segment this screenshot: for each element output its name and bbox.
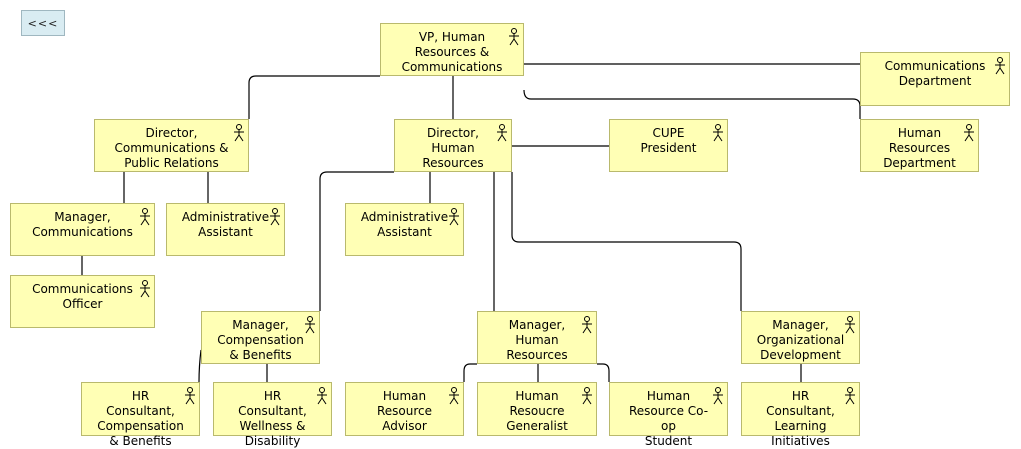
node-label: Manager, Communications (32, 210, 133, 239)
connector-vp-hr-dept (523, 89, 861, 119)
node-hr-coop-student[interactable]: Human Resource Co-op Student (609, 382, 728, 448)
actor-icon (713, 124, 723, 142)
node-manager-hr[interactable]: Manager, Human Resources (477, 311, 597, 364)
node-label: Manager, Human Resources (506, 318, 568, 362)
node-label: CUPE President (640, 126, 697, 155)
node-label: Human Resource Advisor (376, 389, 433, 433)
node-label: HR Consultant, Wellness & Disability (238, 389, 307, 448)
back-button[interactable]: <<< (21, 10, 65, 36)
connector-mgrhr-advisor (463, 363, 477, 382)
node-label: Administrative Assistant (360, 210, 449, 239)
node-label: Director, Human Resources (422, 126, 484, 170)
node-label: Director, Communications & Public Relati… (114, 126, 229, 170)
node-label: HR Consultant, Learning Initiatives (766, 389, 835, 448)
node-label: Manager, Compensation & Benefits (217, 318, 304, 362)
node-label: VP, Human Resources & Communications (401, 30, 503, 74)
actor-icon (140, 208, 150, 226)
node-hr-consultant-compensation[interactable]: HR Consultant, Compensation & Benefits (81, 382, 200, 448)
connector-vp-dir-comm (248, 75, 380, 119)
node-hr-department[interactable]: Human Resources Department (860, 119, 979, 172)
actor-icon (449, 208, 459, 226)
node-label: HR Consultant, Compensation & Benefits (97, 389, 184, 448)
node-label: Human Resources Department (883, 126, 956, 170)
actor-icon (317, 387, 327, 405)
node-hr-consultant-wellness[interactable]: HR Consultant, Wellness & Disability (213, 382, 332, 448)
actor-icon (845, 387, 855, 405)
node-label: Human Resource Co-op Student (628, 389, 709, 448)
node-manager-org-development[interactable]: Manager, Organizational Development (741, 311, 860, 364)
actor-icon (185, 387, 195, 405)
node-communications-department[interactable]: Communications Department (860, 52, 1010, 106)
node-hr-generalist[interactable]: Human Resoucre Generalist (477, 382, 597, 436)
node-label: Administrative Assistant (181, 210, 270, 239)
node-administrative-assistant-comm[interactable]: Administrative Assistant (166, 203, 285, 256)
node-label: Human Resoucre Generalist (506, 389, 568, 433)
node-director-hr[interactable]: Director, Human Resources (394, 119, 512, 172)
node-label: Manager, Organizational Development (756, 318, 845, 362)
connector-mgrhr-coop (597, 363, 610, 382)
actor-icon (140, 280, 150, 298)
actor-icon (995, 57, 1005, 75)
actor-icon (449, 387, 459, 405)
node-hr-advisor[interactable]: Human Resource Advisor (345, 382, 464, 436)
connector-dirhr-mgrcomp (319, 171, 394, 311)
node-label: Communications Department (884, 59, 986, 88)
actor-icon (713, 387, 723, 405)
actor-icon (305, 316, 315, 334)
actor-icon (845, 316, 855, 334)
actor-icon (234, 124, 244, 142)
actor-icon (270, 208, 280, 226)
node-hr-consultant-learning[interactable]: HR Consultant, Learning Initiatives (741, 382, 860, 448)
node-manager-communications[interactable]: Manager, Communications (10, 203, 155, 256)
node-label: Communications Officer (32, 282, 133, 311)
actor-icon (964, 124, 974, 142)
actor-icon (582, 316, 592, 334)
node-manager-compensation[interactable]: Manager, Compensation & Benefits (201, 311, 320, 364)
node-vp-hr-communications[interactable]: VP, Human Resources & Communications (380, 23, 524, 76)
node-communications-officer[interactable]: Communications Officer (10, 275, 155, 328)
connector-mgrcomp-hrccomp (198, 349, 202, 383)
actor-icon (497, 124, 507, 142)
actor-icon (582, 387, 592, 405)
connector-dirhr-mgrod (511, 172, 742, 311)
node-cupe-president[interactable]: CUPE President (609, 119, 728, 172)
node-administrative-assistant-hr[interactable]: Administrative Assistant (345, 203, 464, 256)
actor-icon (509, 28, 519, 46)
node-director-communications[interactable]: Director, Communications & Public Relati… (94, 119, 249, 172)
